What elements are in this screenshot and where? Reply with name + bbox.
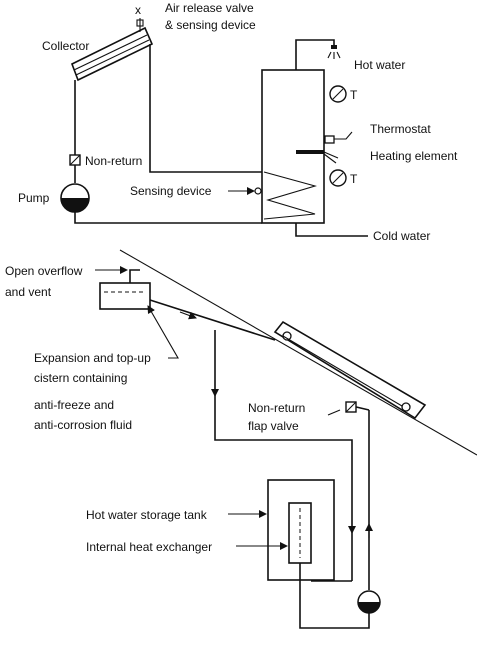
temperature-gauge-2: T xyxy=(329,169,358,187)
pump-label: Pump xyxy=(18,191,50,205)
thermostat-label: Thermostat xyxy=(370,122,431,136)
non-return-label: Non-return xyxy=(85,154,142,168)
sensing-device-top-label: & sensing device xyxy=(165,18,256,32)
heating-element xyxy=(296,150,339,164)
expansion-label: Expansion and top-up xyxy=(34,351,151,365)
non-return-flap-valve xyxy=(345,401,357,413)
heat-exchanger-label: Internal heat exchanger xyxy=(86,540,212,554)
cold-water-pipe xyxy=(295,223,368,237)
air-release-label: Air release valve xyxy=(165,1,254,15)
flow-pipe-down xyxy=(214,330,353,581)
hot-water-outlet xyxy=(295,39,341,70)
heating-element-label: Heating element xyxy=(370,149,458,163)
hot-water-label: Hot water xyxy=(354,58,405,72)
pump-top xyxy=(60,183,90,213)
exchanger-loop xyxy=(299,563,370,629)
cistern-feed-pipe xyxy=(149,299,276,341)
temp-symbol-1: T xyxy=(350,88,358,102)
overflow-vent-pipe xyxy=(129,269,140,283)
sensing-device-label: Sensing device xyxy=(130,184,212,198)
non-return-bottom-label: Non-return xyxy=(248,401,305,415)
storage-tank-label: Hot water storage tank xyxy=(86,508,208,522)
temperature-gauge-1: T xyxy=(329,85,358,103)
collector-return-pipe xyxy=(74,80,262,224)
and-vent-label: and vent xyxy=(5,285,52,299)
thermostat xyxy=(324,131,353,144)
anticorrosion-label: anti-corrosion fluid xyxy=(34,418,132,432)
hot-water-storage-tank xyxy=(267,479,335,581)
roof-collector xyxy=(273,320,427,420)
roof-line xyxy=(119,249,477,456)
cistern-label: cistern containing xyxy=(34,371,127,385)
flap-valve-label: flap valve xyxy=(248,419,299,433)
internal-heat-exchanger xyxy=(288,502,312,564)
top-system-diagram: x T xyxy=(18,1,458,243)
pump-bottom xyxy=(357,590,381,614)
sensing-device-top xyxy=(254,187,262,195)
antifreeze-label: anti-freeze and xyxy=(34,398,114,412)
air-release-valve: x xyxy=(135,3,144,32)
solar-collector xyxy=(70,26,154,82)
open-overflow-label: Open overflow xyxy=(5,264,83,278)
storage-cylinder xyxy=(261,69,325,224)
heating-coil xyxy=(263,171,317,220)
temp-symbol-2: T xyxy=(350,172,358,186)
collector-label: Collector xyxy=(42,39,89,53)
bottom-system-diagram: Open overflow and vent Expansion and top… xyxy=(5,249,477,629)
collector-flow-pipe xyxy=(149,44,262,173)
cold-water-label: Cold water xyxy=(373,229,430,243)
expansion-cistern xyxy=(99,282,151,310)
non-return-valve-top xyxy=(69,154,81,166)
vent-mark-label: x xyxy=(135,3,141,17)
